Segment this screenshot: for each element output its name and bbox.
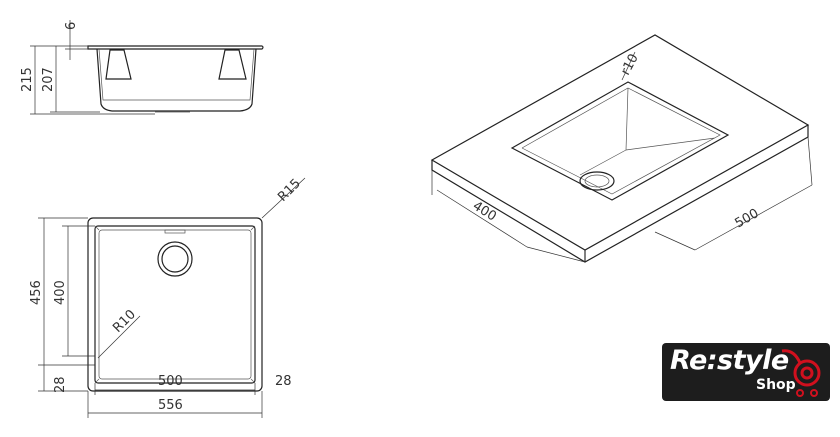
dim-inner-depth: 400: [53, 280, 68, 305]
dim-inner-radius: R10: [110, 307, 139, 336]
iso-dim-radius: r10: [618, 52, 642, 78]
dim-bowl-height: 207: [41, 67, 56, 92]
dim-inner-width: 500: [158, 374, 183, 389]
isometric-view: 400 500 r10: [430, 34, 813, 263]
drain-hole: [157, 241, 193, 277]
dim-flange: 6: [64, 22, 79, 30]
dim-corner-radius-outer: R15: [275, 176, 304, 205]
dim-bottom-margin: 28: [53, 376, 68, 393]
logo-main-text: Re:style: [670, 345, 789, 376]
plan-view: R15 R10 456 400 28 500 28 556: [29, 176, 306, 418]
dim-outer-width: 556: [158, 398, 183, 413]
dim-right-margin: 28: [275, 374, 292, 389]
dim-total-height: 215: [20, 67, 35, 92]
cart-at-icon: [781, 349, 821, 397]
logo-sub-text: Shop: [756, 377, 796, 393]
iso-dim-width: 500: [733, 206, 762, 231]
side-view: 6 215 207: [20, 20, 264, 115]
iso-dim-depth: 400: [470, 199, 499, 225]
dim-outer-depth: 456: [29, 280, 44, 305]
restyle-shop-logo: Re:style Shop: [662, 343, 830, 401]
